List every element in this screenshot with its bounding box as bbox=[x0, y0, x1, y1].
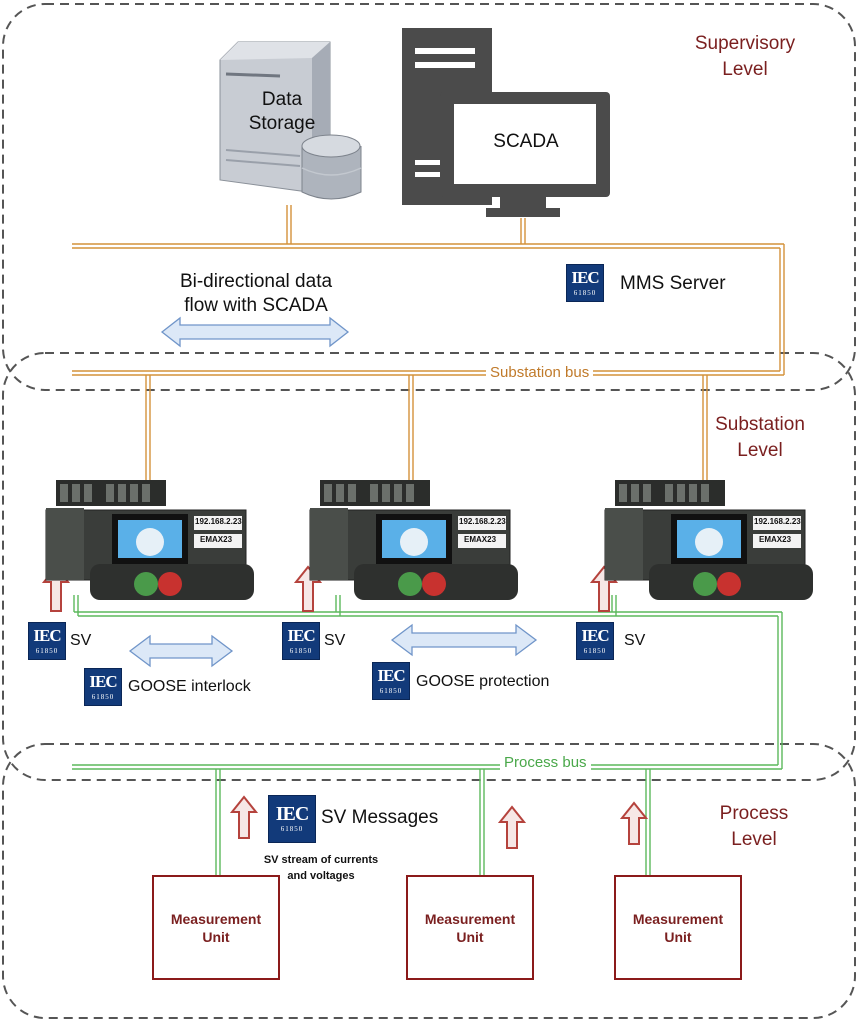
substation-level-box bbox=[2, 352, 856, 781]
supervisory-level-box bbox=[2, 3, 856, 391]
sv-label-2: SV bbox=[324, 632, 346, 649]
ied-1-name: EMAX23 bbox=[200, 535, 233, 544]
bidirectional-arrow-goose-protection bbox=[390, 623, 538, 657]
mms-server-label: MMS Server bbox=[620, 273, 726, 294]
ied-3-name: EMAX23 bbox=[759, 535, 792, 544]
ied-2-ip: 192.168.2.23 bbox=[459, 517, 506, 526]
sv-stream-label: SV stream of currents and voltages bbox=[263, 854, 379, 882]
scada-icon bbox=[402, 28, 610, 217]
ied-1-ip: 192.168.2.23 bbox=[195, 517, 242, 526]
iec-logo-goose-protection: IEC 61850 bbox=[372, 662, 410, 700]
up-arrow-mu-1 bbox=[229, 795, 259, 839]
measurement-unit-2-label: Measurement Unit bbox=[424, 910, 516, 945]
sv-label-3: SV bbox=[624, 632, 646, 649]
process-bus-label: Process bus bbox=[500, 754, 591, 772]
iec-logo-goose-interlock: IEC 61850 bbox=[84, 668, 122, 706]
measurement-unit-1: Measurement Unit bbox=[152, 875, 280, 980]
ied-device-3 bbox=[604, 480, 813, 600]
substation-bus-label: Substation bus bbox=[486, 364, 594, 382]
data-storage-label: Data Storage bbox=[248, 89, 316, 134]
substation-bus-lines bbox=[72, 205, 785, 490]
bidirectional-arrow-scada bbox=[160, 316, 350, 348]
process-level-label: Process Level bbox=[719, 803, 789, 850]
goose-protection-label: GOOSE protection bbox=[416, 673, 550, 690]
substation-level-label: Substation Level bbox=[715, 414, 805, 461]
ied-device-2 bbox=[309, 480, 518, 600]
measurement-unit-3: Measurement Unit bbox=[614, 875, 742, 980]
data-storage-icon bbox=[219, 41, 362, 200]
sv-messages-label: SV Messages bbox=[321, 807, 439, 828]
goose-interlock-label: GOOSE interlock bbox=[128, 678, 251, 695]
ied-device-1 bbox=[45, 480, 254, 600]
up-arrow-mu-2 bbox=[497, 805, 527, 849]
measurement-unit-1-label: Measurement Unit bbox=[170, 910, 262, 945]
supervisory-level-label: Supervisory Level bbox=[694, 33, 796, 80]
iec-logo-sv-1: IEC 61850 bbox=[28, 622, 66, 660]
ied-2-name: EMAX23 bbox=[464, 535, 497, 544]
iec-logo-sv-3: IEC 61850 bbox=[576, 622, 614, 660]
scada-label: SCADA bbox=[493, 131, 559, 152]
process-level-box bbox=[2, 743, 856, 1019]
measurement-unit-2: Measurement Unit bbox=[406, 875, 534, 980]
iec-logo-sv-2: IEC 61850 bbox=[282, 622, 320, 660]
measurement-unit-3-label: Measurement Unit bbox=[632, 910, 724, 945]
sv-label-1: SV bbox=[70, 632, 92, 649]
up-arrow-mu-3 bbox=[619, 801, 649, 845]
iec-logo-mms: IEC 61850 bbox=[566, 264, 604, 302]
process-bus-lines bbox=[72, 595, 783, 875]
ied-3-ip: 192.168.2.23 bbox=[754, 517, 801, 526]
iec-logo-sv-messages: IEC 61850 bbox=[268, 795, 316, 843]
bidirectional-label: Bi-directional data flow with SCADA bbox=[179, 271, 333, 316]
bidirectional-arrow-goose-interlock bbox=[128, 634, 234, 668]
